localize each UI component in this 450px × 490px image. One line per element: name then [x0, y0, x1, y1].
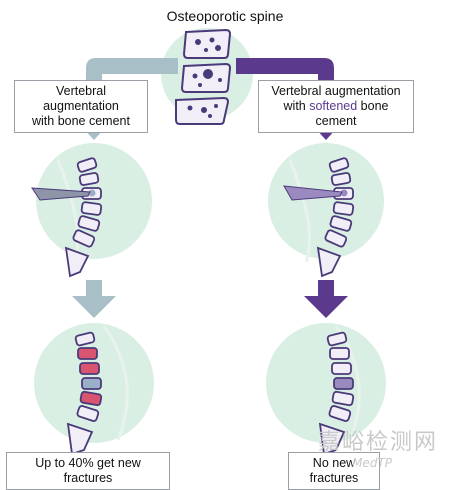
left-needle	[31, 187, 91, 201]
right-needle	[283, 185, 343, 201]
left-spine-outcome	[66, 331, 103, 456]
right-outcome-circle	[266, 323, 386, 443]
bone-pores	[187, 37, 222, 118]
right-label-line1: Vertebral augmentation	[271, 84, 401, 98]
right-body-outline	[288, 159, 312, 263]
right-label-post: bone cement	[315, 99, 389, 128]
left-branch-label: Vertebral augmentation with bone cement	[14, 80, 148, 133]
right-branch-label: Vertebral augmentation with softened bon…	[258, 80, 414, 133]
right-procedure-circle	[268, 143, 384, 259]
right-cement-spot	[340, 189, 348, 197]
right-bottom-arrow	[304, 280, 348, 318]
right-spine-outcome	[318, 331, 355, 456]
left-label-line1: Vertebral augmentation	[43, 84, 119, 113]
left-label-line2: with bone cement	[32, 114, 130, 128]
watermark-cn: 嘉峪检测网	[317, 430, 438, 455]
left-outcome-outline	[102, 325, 129, 441]
right-label-pre: with	[283, 99, 310, 113]
right-label-line2: with softened bone cement	[265, 99, 407, 129]
watermark-en: MedTP	[352, 456, 392, 470]
left-result-label: Up to 40% get new fractures	[6, 452, 170, 490]
diagram-title: Osteoporotic spine	[166, 8, 284, 24]
left-bottom-arrow	[72, 280, 116, 318]
right-label-highlight: softened	[309, 99, 358, 113]
left-procedure-circle	[36, 143, 152, 259]
left-cement-spot	[88, 189, 96, 197]
